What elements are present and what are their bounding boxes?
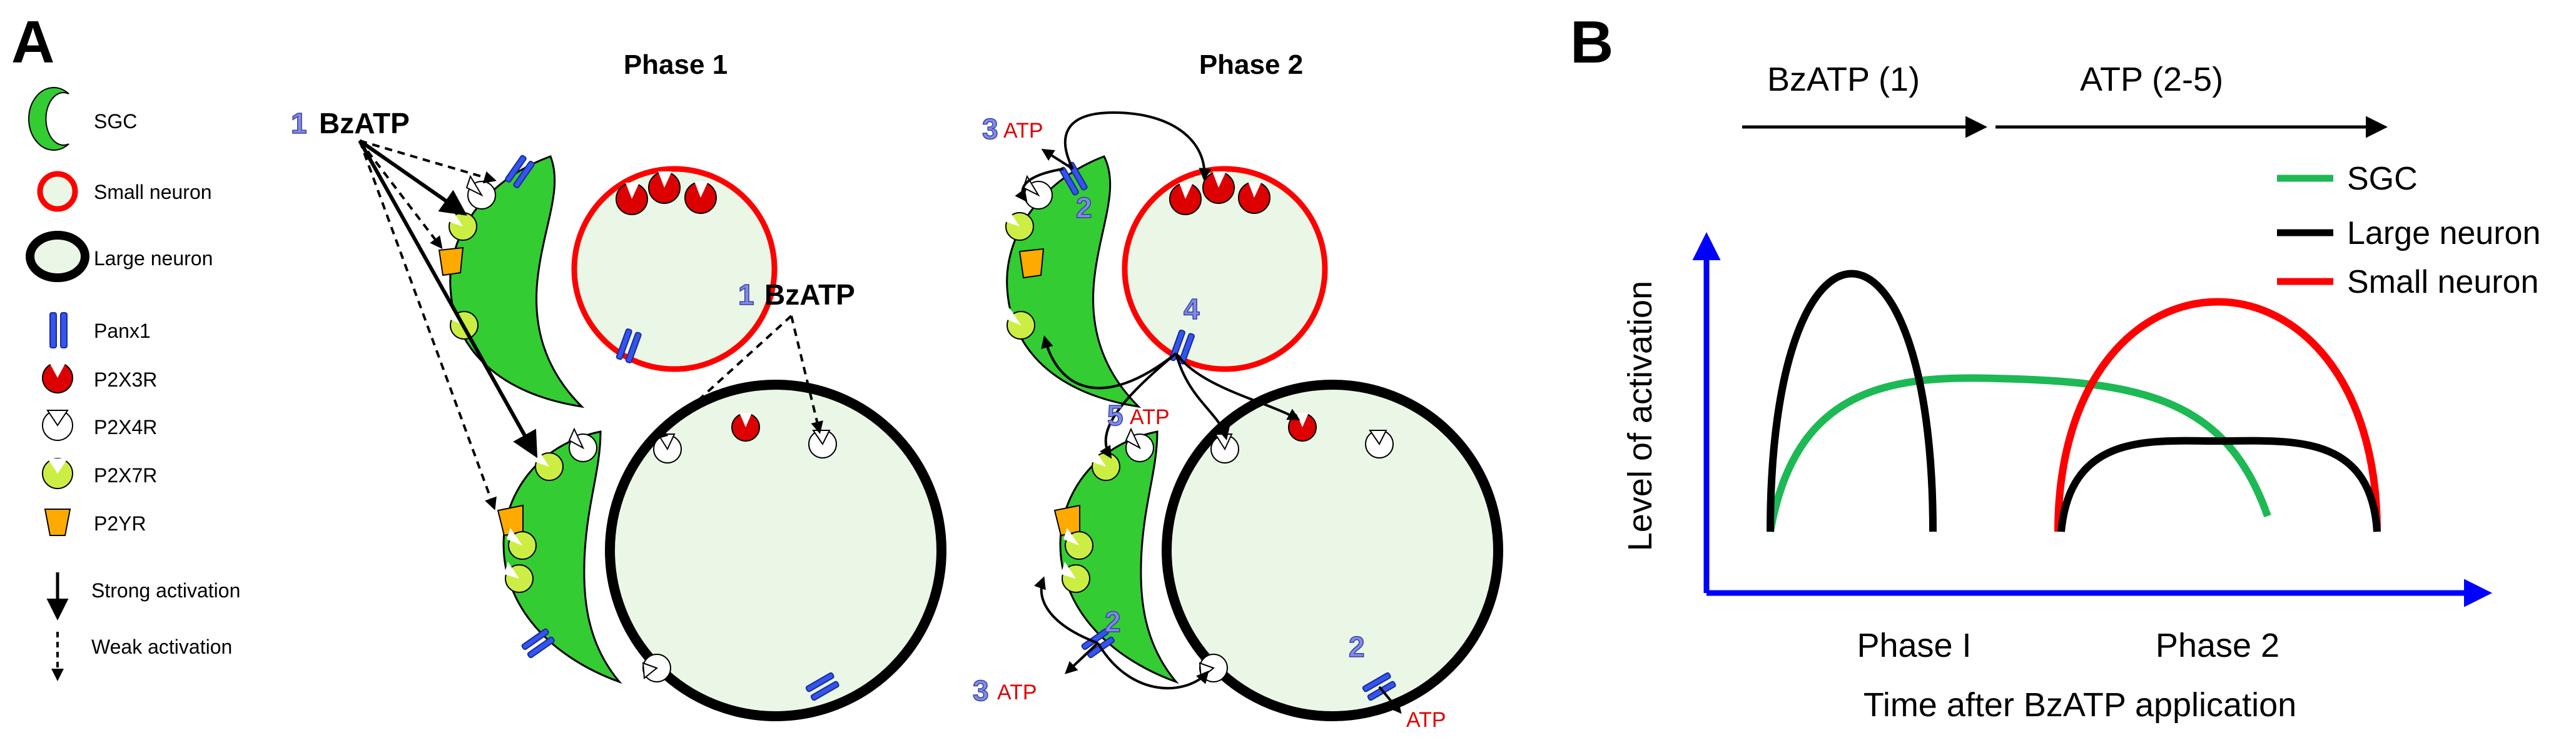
- phase1-sgc-bottom-receptors: [497, 427, 597, 593]
- x-axis-label: Time after BzATP application: [1864, 686, 2296, 724]
- phase2-sgc-top-panx1: [1059, 161, 1088, 196]
- legend-p2x3r: P2X3R: [94, 368, 157, 391]
- phase1-small-neuron-panx1: [616, 328, 642, 363]
- legend-p2x4r: P2X4R: [94, 416, 157, 438]
- phase1-sgc-bottom-panx1: [521, 628, 555, 659]
- phase1-bz-left-text: BzATP: [319, 107, 410, 139]
- sgc-legend-icon: [28, 87, 69, 151]
- phase1-p2x3r-group: [616, 171, 717, 215]
- timeline-label-atp: ATP (2-5): [2080, 61, 2223, 98]
- legend-b-small-neuron: Small neuron: [2347, 264, 2538, 300]
- legend-large-neuron: Large neuron: [94, 247, 213, 270]
- phase1-title: Phase 1: [624, 49, 728, 80]
- curve-large-neuron-phase2: [2057, 437, 2381, 532]
- phase2-title: Phase 2: [1199, 49, 1303, 80]
- phase2-step-3-top-atp: ATP: [1003, 119, 1043, 143]
- curve-large-neuron-phase1: [1767, 270, 1937, 532]
- phase2-small-neuron: [1122, 166, 1328, 372]
- phase1-arrows-right: [655, 315, 823, 440]
- phase1-bz-right-text: BzATP: [764, 278, 855, 311]
- phase2: Phase 2: [972, 49, 1503, 732]
- phase2-step-2-bottom-num: 2: [1105, 606, 1121, 638]
- phase1-large-neuron-panx1: [805, 672, 839, 701]
- p2x3r-legend-icon: [42, 362, 73, 393]
- phase2-sgc-bottom-receptors: [1053, 427, 1154, 593]
- phase-label-1: Phase I: [1857, 627, 1971, 664]
- phase2-step-5-num: 5: [1107, 399, 1123, 432]
- small-neuron-legend-icon: [37, 171, 78, 212]
- legend-p2yr: P2YR: [94, 512, 146, 535]
- phase2-step-3-bottom-num: 3: [973, 674, 989, 707]
- phase1-small-neuron: [571, 166, 778, 372]
- p2yr-legend-icon: [44, 509, 71, 536]
- p2x4r-legend-icon: [42, 410, 73, 441]
- panel-b-letter: B: [1570, 9, 1613, 76]
- phase-label-2: Phase 2: [2156, 627, 2279, 664]
- phase2-step-3-bottom-atp: ATP: [997, 681, 1037, 704]
- legend-b: SGC Large neuron Small neuron: [2277, 161, 2540, 300]
- phase2-arrows: [1015, 111, 1402, 714]
- curve-sgc: [1767, 374, 2271, 533]
- panel-b: B BzATP (1) ATP (2-5) SGC Large neuron S…: [1570, 9, 2540, 724]
- curve-small-neuron: [2054, 298, 2381, 532]
- phase2-small-neuron-panx1: [1169, 329, 1195, 365]
- panx1-legend-icon: [49, 312, 68, 348]
- timeline-label-bzatp: BzATP (1): [1767, 61, 1920, 98]
- phase1-sgc-bottom: [502, 430, 622, 684]
- large-neuron-legend-icon: [26, 231, 89, 282]
- legend-sgc: SGC: [94, 110, 137, 133]
- phase2-step-2-right-num: 2: [1349, 631, 1365, 663]
- phase2-step-3-top-num: 3: [982, 113, 998, 145]
- panel-a-letter: A: [11, 9, 54, 76]
- phase2-sgc-bottom: [1059, 430, 1179, 684]
- phase2-step-2-top-num: 2: [1076, 191, 1092, 224]
- legend-small-neuron: Small neuron: [94, 181, 212, 203]
- phase2-step-4-num: 4: [1184, 293, 1200, 325]
- legend-a: SGC Small neuron Large neuron Panx1 P2X3…: [26, 87, 240, 681]
- phase2-atp-right: ATP: [1406, 708, 1446, 732]
- p2x7r-legend-icon: [42, 458, 73, 489]
- y-axis-label: Level of activation: [1621, 281, 1659, 551]
- legend-weak-activation: Weak activation: [91, 636, 232, 658]
- phase1: Phase 1 1 BzATP: [290, 49, 946, 721]
- legend-p2x7r: P2X7R: [94, 464, 157, 487]
- phase1-bz-left-num: 1: [291, 107, 307, 139]
- phase1-bz-right-num: 1: [738, 278, 754, 311]
- legend-b-sgc: SGC: [2347, 161, 2418, 197]
- panel-a: A SGC Small neuron Large neuron Panx1 P2…: [11, 9, 1503, 732]
- phase1-large-neuron: [605, 380, 946, 721]
- phase1-sgc-top-panx1: [505, 155, 535, 189]
- phase2-step-5-atp: ATP: [1130, 405, 1170, 429]
- legend-panx1: Panx1: [94, 320, 151, 342]
- legend-strong-activation: Strong activation: [91, 579, 240, 602]
- phase1-arrows-left: [358, 139, 538, 510]
- phase1-large-neuron-receptors: [642, 413, 837, 682]
- phase2-large-neuron: [1162, 380, 1503, 721]
- legend-b-large-neuron: Large neuron: [2347, 215, 2540, 251]
